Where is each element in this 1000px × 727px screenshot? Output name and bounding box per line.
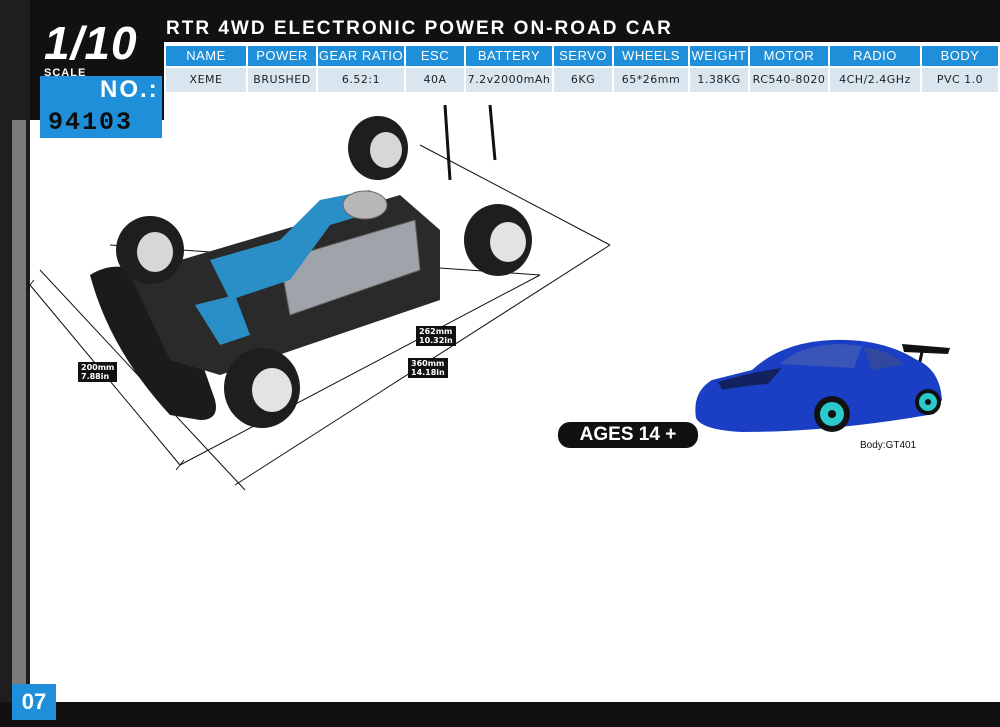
body-wheel-rear [915,389,941,415]
chassis-illustration [25,104,611,491]
model-number: 94103 [48,108,134,137]
dimension-width-in: 7.88in [81,372,110,381]
bottom-band [0,702,1000,727]
spec-value-body: PVC 1.0 [922,68,998,92]
front-bumper [90,266,216,420]
blue-top-deck [210,190,380,300]
dimension-width: 200mm 7.88in [78,362,118,382]
spec-value-gear-ratio: 6.52:1 [318,68,404,92]
body-shell-illustration [695,339,950,432]
ages-badge: AGES 14 + [558,422,698,448]
car-windows [780,344,862,368]
model-block [40,76,162,138]
dimension-wheelbase: 262mm 10.32in [416,326,456,346]
spec-value-power: BRUSHED [248,68,316,92]
spec-header-battery: BATTERY [466,46,552,66]
wheel-front-right [224,348,300,428]
spec-value-servo: 6KG [554,68,612,92]
wheel-rear-left [348,116,408,180]
page-title: RTR 4WD ELECTRONIC POWER ON-ROAD CAR [166,18,673,39]
dimension-length: 360mm 14.18in [408,358,448,378]
battery-pack [279,219,421,316]
dimension-length-in: 14.18in [411,368,445,377]
body-model-label: Body:GT401 [860,440,917,451]
spec-header-weight: WEIGHT [690,46,748,66]
scale-value: 1/10 [44,17,138,69]
blue-shock-tower [195,295,250,345]
spec-header-gear-ratio: GEAR RATIO [318,46,404,66]
spec-header-servo: SERVO [554,46,612,66]
spec-value-wheels: 65*26mm [614,68,688,92]
spec-value-weight: 1.38KG [690,68,748,92]
top-band [0,0,1000,42]
spec-value-battery: 7.2v2000mAh [466,68,552,92]
hood-stripe [718,368,782,390]
motor [342,190,388,220]
wheel-front-left [116,216,184,284]
spec-header-motor: MOTOR [750,46,828,66]
spec-value-name: XEME [166,68,246,92]
dimension-wheelbase-mm: 262mm [419,327,453,336]
body-wheel-front [814,396,850,432]
wheel-rear-right [464,204,532,276]
spec-value-motor: RC540-8020 [750,68,828,92]
spec-header-body: BODY [922,46,998,66]
spec-header-name: NAME [166,46,246,66]
rear-wing [902,344,950,354]
model-no-label: NO.: [100,76,159,103]
page-number: 07 [12,684,56,720]
spec-header-radio: RADIO [830,46,920,66]
spec-value-radio: 4CH/2.4GHz [830,68,920,92]
spec-header-wheels: WHEELS [614,46,688,66]
dimension-length-mm: 360mm [411,359,445,368]
spec-header-power: POWER [248,46,316,66]
spec-header-esc: ESC [406,46,464,66]
spec-value-esc: 40A [406,68,464,92]
left-frame-stripe [12,120,26,695]
dimension-wheelbase-in: 10.32in [419,336,453,345]
dimension-width-mm: 200mm [81,363,115,372]
